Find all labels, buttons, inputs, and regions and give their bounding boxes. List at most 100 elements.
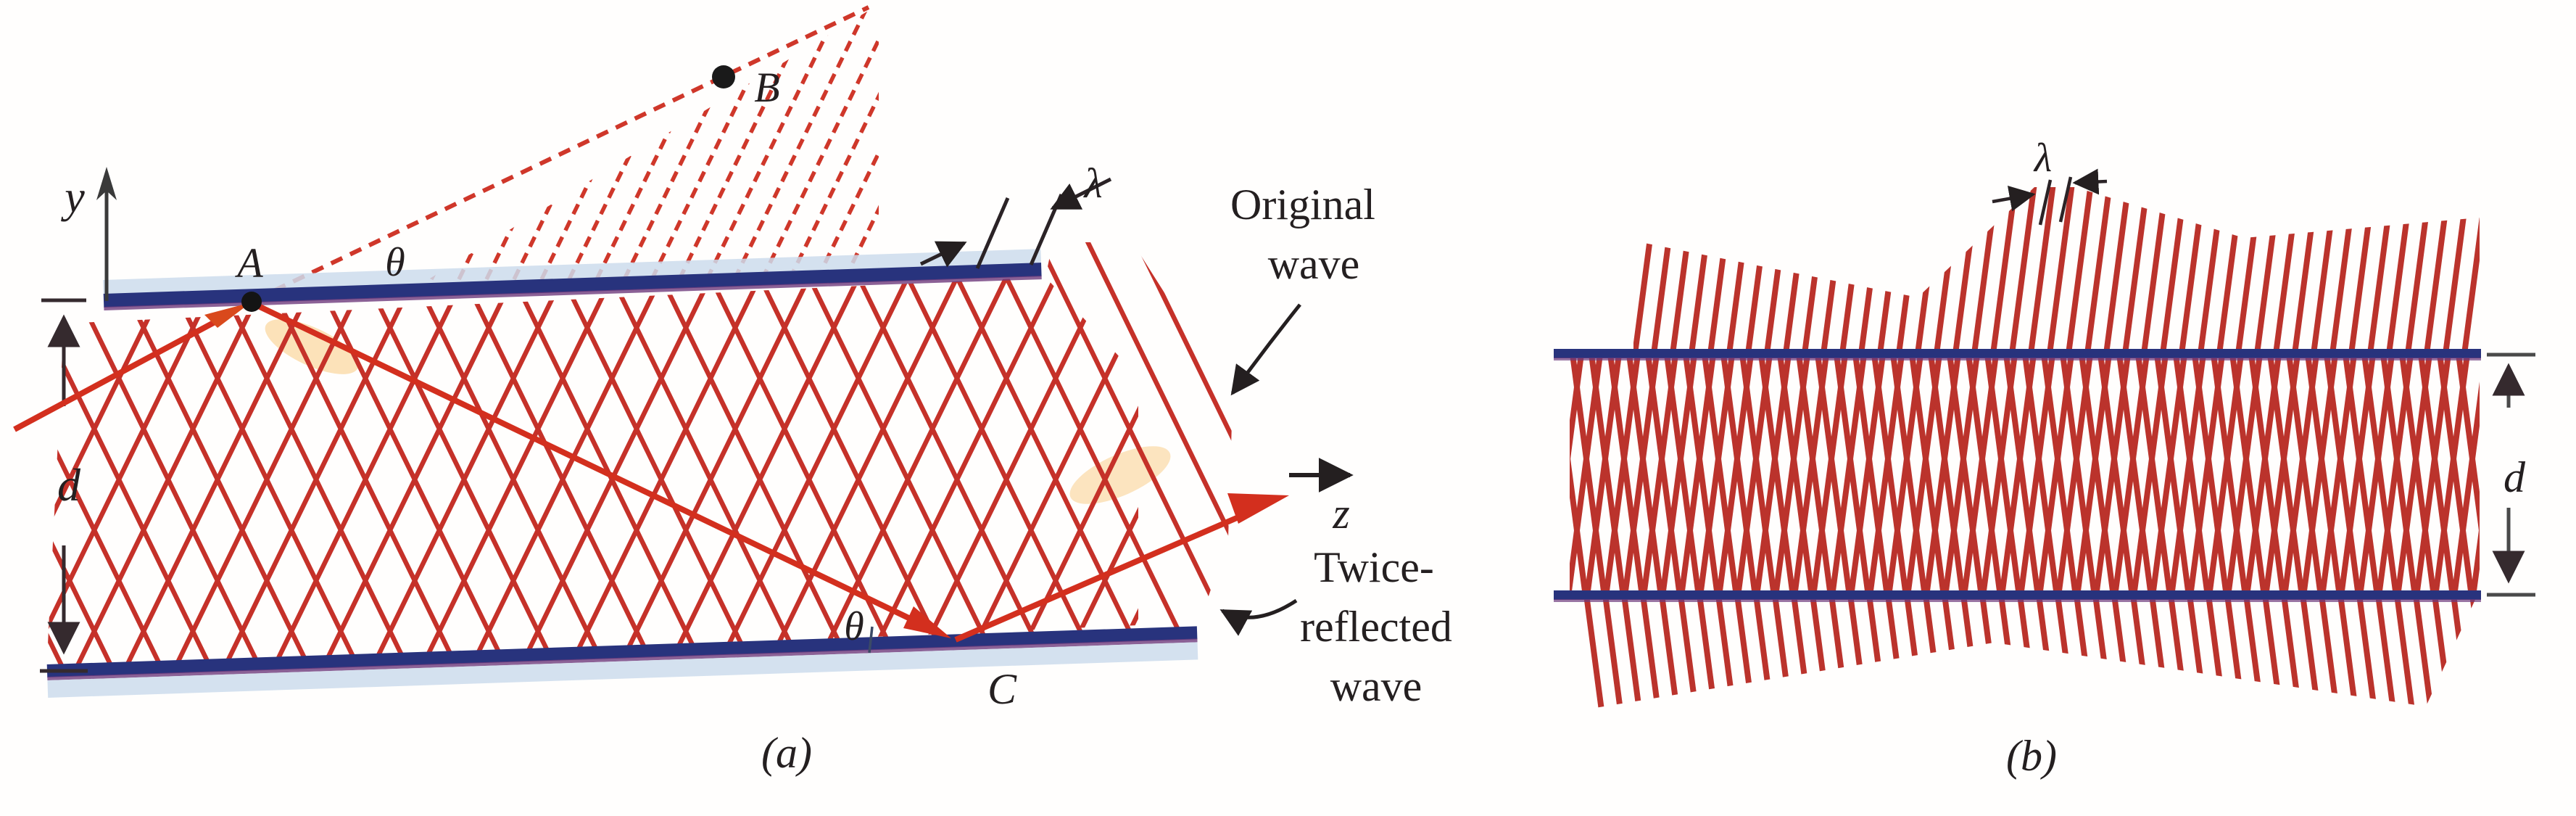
wavefront-line — [1940, 593, 1964, 708]
wavefront-line — [2064, 187, 2095, 357]
wavefront-line — [1983, 358, 2023, 593]
original-wave-label-line1: Original — [1230, 181, 1375, 228]
wavefront-line — [1959, 593, 1983, 708]
lambda-dimension-b — [1992, 168, 2108, 226]
ray-a-to-c — [249, 300, 922, 627]
wavefront-line — [2026, 187, 2058, 357]
wavefront-line — [46, 242, 222, 673]
wavefront-line — [2398, 358, 2438, 593]
wavefront-line — [2317, 593, 2341, 708]
twice-reflected-label-line1: Twice- — [1314, 543, 1434, 591]
wavefront-line — [1587, 358, 1627, 593]
wavefront-line — [1625, 358, 1665, 593]
twice-reflected-annotation: Twice- reflected wave — [1219, 543, 1452, 710]
z-axis-label: z — [1332, 490, 1349, 537]
lambda-dimension-a — [919, 177, 1112, 269]
wavefront-line — [2341, 358, 2381, 593]
wavefront-line — [1776, 358, 1815, 593]
wavefront-line — [1945, 358, 1985, 593]
wavefront-line — [2454, 358, 2480, 593]
wavefront-line — [2411, 593, 2435, 708]
wavefront-line — [1570, 358, 1589, 593]
wavefront-line — [2336, 593, 2360, 708]
wavefront-line — [1964, 358, 2004, 593]
wavefront-line — [1714, 593, 1738, 708]
wavefront-line — [657, 277, 890, 673]
wavefront-line — [608, 277, 841, 673]
wavefront-line — [2242, 593, 2266, 708]
angle-arc-at-c — [868, 626, 874, 654]
wavefront-line — [1889, 358, 1929, 593]
wavefront-line — [46, 242, 123, 673]
wavefront-line — [2021, 358, 2061, 593]
wavefront-line — [2091, 593, 2115, 708]
incoming-ray-arrowhead-icon — [204, 302, 251, 328]
wavefront-line — [2379, 358, 2419, 593]
wavefront-line — [2115, 358, 2155, 593]
wavefront-line — [1757, 358, 1797, 593]
top-plate — [103, 249, 1042, 310]
wavefront-line — [1813, 358, 1853, 593]
d-left-label: d — [57, 459, 81, 511]
wavefront-line — [2171, 358, 2211, 593]
point-a-dot — [241, 292, 262, 312]
wavefront-line — [2223, 593, 2247, 708]
d-right-label: d — [2503, 453, 2526, 501]
y-axis-label: y — [60, 173, 85, 222]
wavefront-line — [1870, 358, 1910, 593]
wavefront-line — [2538, 174, 2563, 363]
wavefront-line — [2110, 593, 2134, 708]
incoming-ray — [13, 312, 230, 432]
wavefront-line — [1515, 348, 1549, 602]
wavefront-line — [2102, 187, 2133, 357]
wavefront-line — [2077, 358, 2117, 593]
wavefront-line — [2185, 593, 2209, 708]
wavefront-line — [2469, 358, 2480, 593]
original-wave-pointer-arrow-icon — [1230, 303, 1301, 396]
wavefront-line — [1921, 593, 1945, 708]
wavefront-line — [1073, 242, 1233, 673]
wavefront-line — [1530, 348, 1563, 602]
wavefront-line — [1719, 358, 1759, 593]
wavefront-line — [2468, 593, 2478, 708]
wavefront-line — [2016, 593, 2039, 708]
wavefront-line — [2266, 358, 2306, 593]
wavefront-line — [2228, 358, 2268, 593]
wavefront-line — [2416, 358, 2456, 593]
wavefront-line — [1752, 593, 1776, 708]
wavefront-line — [827, 242, 1060, 673]
point-b-label: B — [754, 64, 779, 111]
lambda-a-label: λ — [1082, 160, 1102, 207]
wavefront-line — [1832, 358, 1872, 593]
wavefront-line — [2247, 358, 2287, 593]
wavefront-line — [509, 277, 742, 673]
wavefront-line — [2360, 358, 2400, 593]
original-wave-annotation: Original wave — [1230, 181, 1375, 396]
panel-b: λ d (b) — [1515, 136, 2563, 780]
bottom-plate — [46, 626, 1198, 698]
wavefront-line — [1978, 593, 2002, 708]
wavefront-line — [2129, 593, 2153, 708]
caption-a: (a) — [761, 729, 812, 777]
wavefront-line — [2303, 358, 2343, 593]
d-dimension-right — [2487, 353, 2535, 597]
wavefront-line — [1681, 358, 1721, 593]
wavefront-line — [1926, 358, 1966, 593]
wavefront-line — [634, 4, 790, 293]
wavefront-line — [1902, 593, 1926, 708]
wavefront-line — [1700, 358, 1740, 593]
wavefront-line — [925, 242, 1159, 673]
wavefront-line — [1695, 593, 1719, 708]
wavefront-line — [661, 4, 818, 293]
wavefront-line — [2501, 174, 2525, 363]
wavefront-line — [854, 277, 1088, 673]
wavefront-line — [974, 242, 1208, 673]
wavefront-line — [1997, 593, 2021, 708]
wavefront-line — [1606, 358, 1646, 593]
wavefront-line — [2072, 593, 2096, 708]
wavefront-line — [2490, 588, 2508, 718]
wavefront-line — [2322, 358, 2362, 593]
wavefront-line — [1024, 242, 1233, 673]
wavefront-line — [2148, 593, 2171, 708]
